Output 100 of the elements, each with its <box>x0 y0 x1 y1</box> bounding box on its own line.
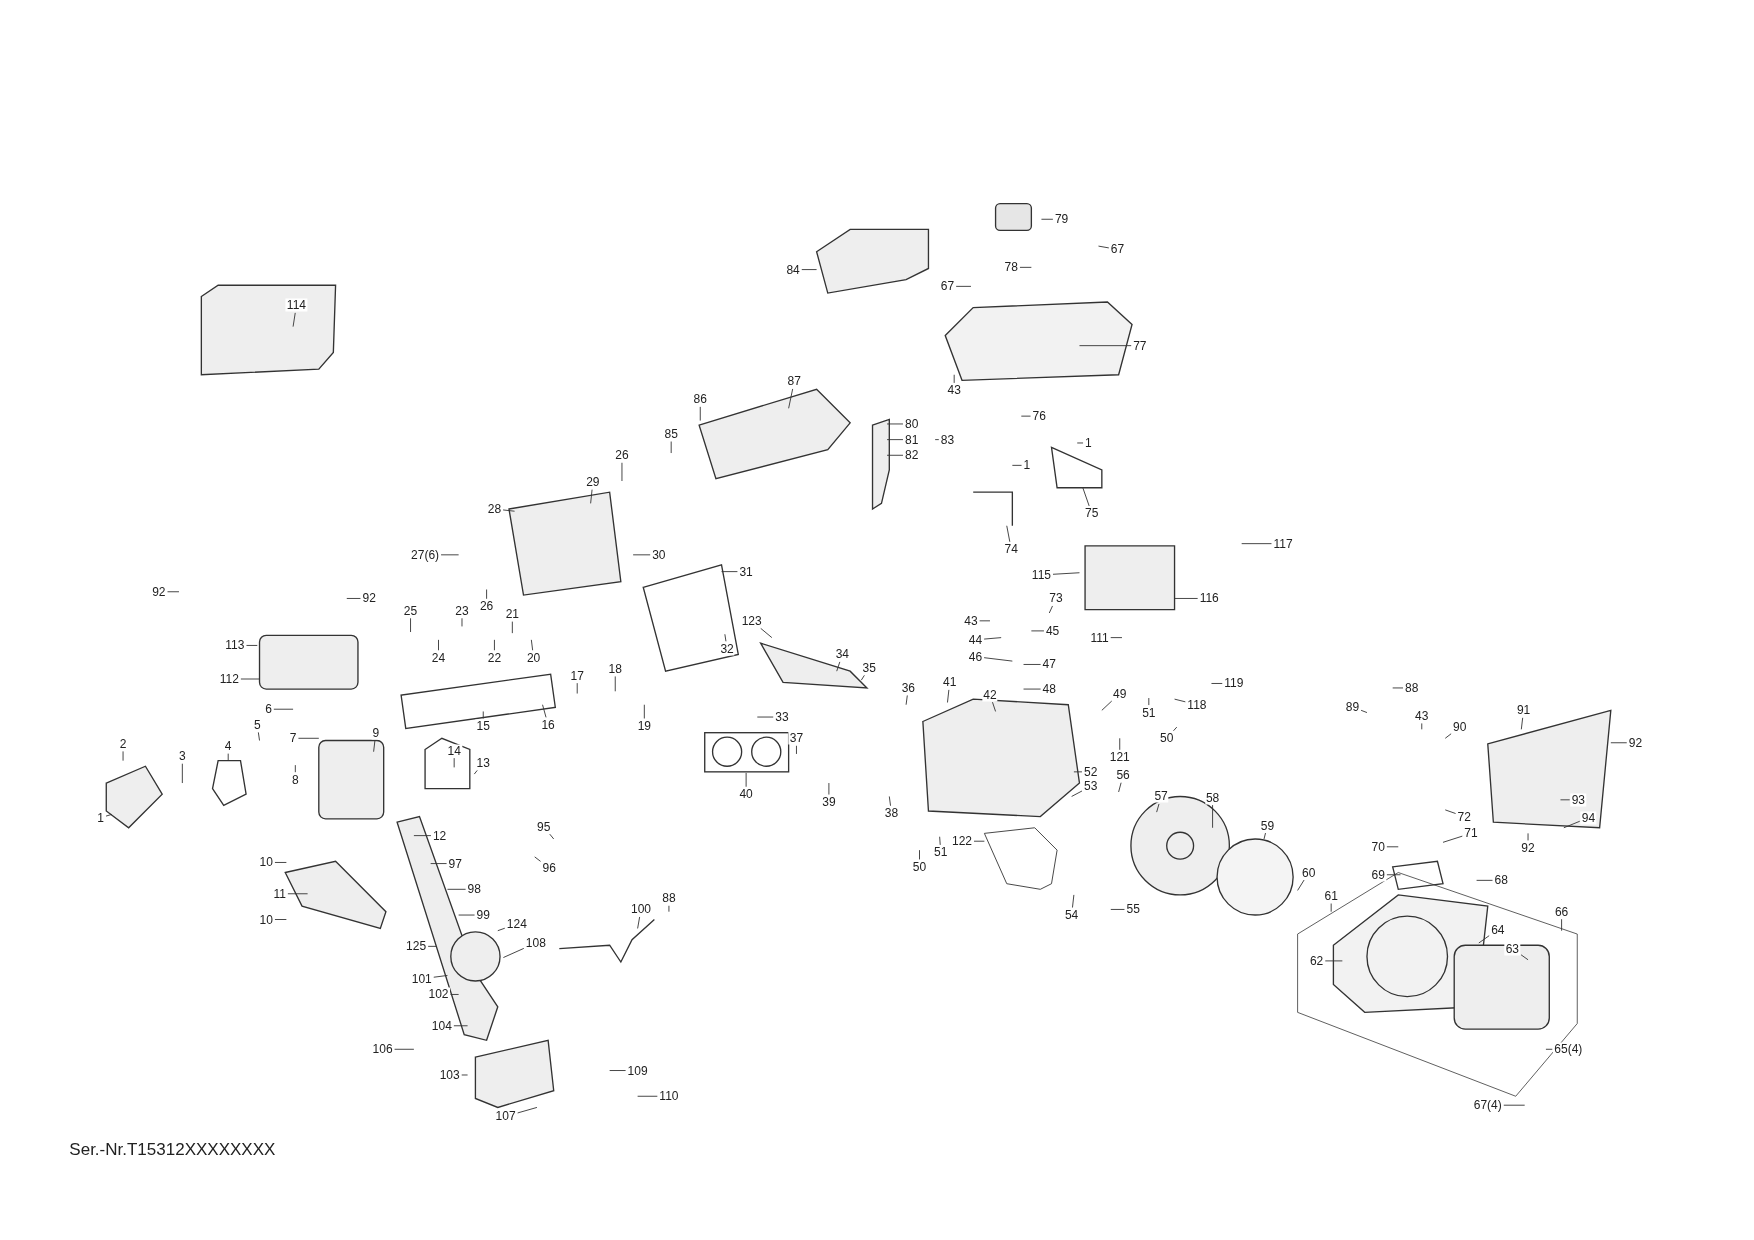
callout-number: 14 <box>446 744 462 758</box>
callout-number: 78 <box>1003 260 1019 274</box>
leader-line <box>534 856 541 862</box>
callout-number: 116 <box>1198 591 1220 605</box>
callout-number: 46 <box>967 650 984 664</box>
leader-line <box>1023 664 1042 665</box>
callout-number: 7 <box>288 731 298 745</box>
callout-number: 90 <box>1452 720 1468 734</box>
callout-number: 25 <box>402 604 419 618</box>
leader-line <box>1386 846 1399 848</box>
callout-number: 10 <box>258 855 274 869</box>
callout-number: 109 <box>626 1064 649 1077</box>
callout-number: 35 <box>861 661 877 675</box>
leader-line <box>699 406 701 422</box>
callout-number: 52 <box>1083 765 1099 779</box>
leader-line <box>246 645 258 646</box>
callout-number: 8 <box>290 773 300 787</box>
leader-line <box>427 945 437 947</box>
callout-number: 33 <box>774 710 790 724</box>
leader-line <box>453 757 455 768</box>
callout-number: 5 <box>252 718 262 732</box>
leader-line <box>590 489 593 504</box>
callout-number: 68 <box>1493 873 1509 887</box>
callout-number: 55 <box>1125 902 1141 916</box>
callout-number: 4 <box>223 739 233 753</box>
callout-number: 122 <box>951 834 973 848</box>
leader-line <box>1156 803 1160 813</box>
callout-number: 43 <box>1414 709 1430 723</box>
callout-number: 62 <box>1308 954 1325 968</box>
leader-line <box>517 1107 538 1114</box>
leader-line <box>1503 1104 1526 1106</box>
leader-line <box>1560 799 1571 801</box>
callout-number: 80 <box>904 417 920 431</box>
leader-line <box>939 836 941 846</box>
leader-line <box>482 711 484 719</box>
callout-number: 99 <box>475 908 491 922</box>
leader-line <box>542 704 547 718</box>
leader-line <box>1442 835 1463 843</box>
leader-line <box>1444 809 1457 814</box>
callout-number: 43 <box>963 614 979 628</box>
callout-number: 121 <box>1108 750 1131 764</box>
leader-line <box>1076 442 1084 444</box>
callout-number: 27(6) <box>410 548 441 562</box>
leader-line <box>450 994 460 995</box>
callout-number: 77 <box>1132 339 1148 353</box>
leader-line <box>447 888 467 890</box>
leader-line <box>756 716 774 718</box>
leader-line <box>1019 266 1032 268</box>
callout-number: 59 <box>1259 819 1276 833</box>
leader-line <box>670 441 672 454</box>
leader-line <box>905 695 908 706</box>
callout-number: 97 <box>447 857 463 871</box>
leader-line <box>637 916 641 929</box>
leader-line <box>614 675 616 692</box>
leader-line <box>1079 345 1132 347</box>
callout-number: 26 <box>614 448 630 462</box>
callout-number: 67 <box>1109 242 1126 256</box>
serial-number-text: Ser.-Nr.T15312XXXXXXXX <box>69 1139 276 1160</box>
callout-number: 19 <box>636 719 652 733</box>
callout-number: 32 <box>719 642 735 656</box>
callout-number: 92 <box>361 591 377 605</box>
callout-number: 26 <box>478 599 495 613</box>
callout-number: 20 <box>525 651 542 665</box>
leader-line <box>888 796 891 807</box>
leader-line <box>760 627 773 639</box>
callout-number: 111 <box>1089 631 1110 645</box>
leader-line <box>294 764 296 773</box>
leader-line <box>530 639 534 651</box>
leader-line <box>394 1048 415 1050</box>
leader-line <box>983 637 1002 640</box>
leader-line <box>461 1074 469 1076</box>
leader-line <box>1263 832 1266 840</box>
leader-line <box>167 591 180 593</box>
callout-number: 124 <box>505 917 528 931</box>
callout-number: 3 <box>178 749 187 763</box>
leader-line <box>1110 909 1125 910</box>
leader-line <box>1073 771 1083 773</box>
callout-number: 2 <box>118 737 128 751</box>
callout-number: 92 <box>1627 736 1644 750</box>
leader-line <box>1006 525 1011 543</box>
leader-line <box>413 835 432 837</box>
callout-number: 34 <box>834 647 850 661</box>
callout-number: 56 <box>1115 768 1131 782</box>
leader-line <box>1421 722 1423 730</box>
callout-number: 30 <box>651 548 667 562</box>
leader-line <box>502 509 516 512</box>
callout-number: 39 <box>821 795 837 809</box>
callout-number: 18 <box>607 662 623 676</box>
callout-number: 63 <box>1504 942 1521 956</box>
callout-number: 92 <box>151 585 167 599</box>
leader-line <box>1392 687 1404 689</box>
leader-line <box>122 750 124 762</box>
callout-number: 40 <box>738 787 754 801</box>
callout-number: 23 <box>454 604 470 618</box>
callout-number: 61 <box>1323 889 1339 903</box>
callout-number: 54 <box>1063 908 1080 922</box>
callout-number: 31 <box>738 565 754 579</box>
callout-number: 93 <box>1570 793 1587 807</box>
callout-number: 114 <box>285 298 307 312</box>
leader-line <box>502 947 525 958</box>
